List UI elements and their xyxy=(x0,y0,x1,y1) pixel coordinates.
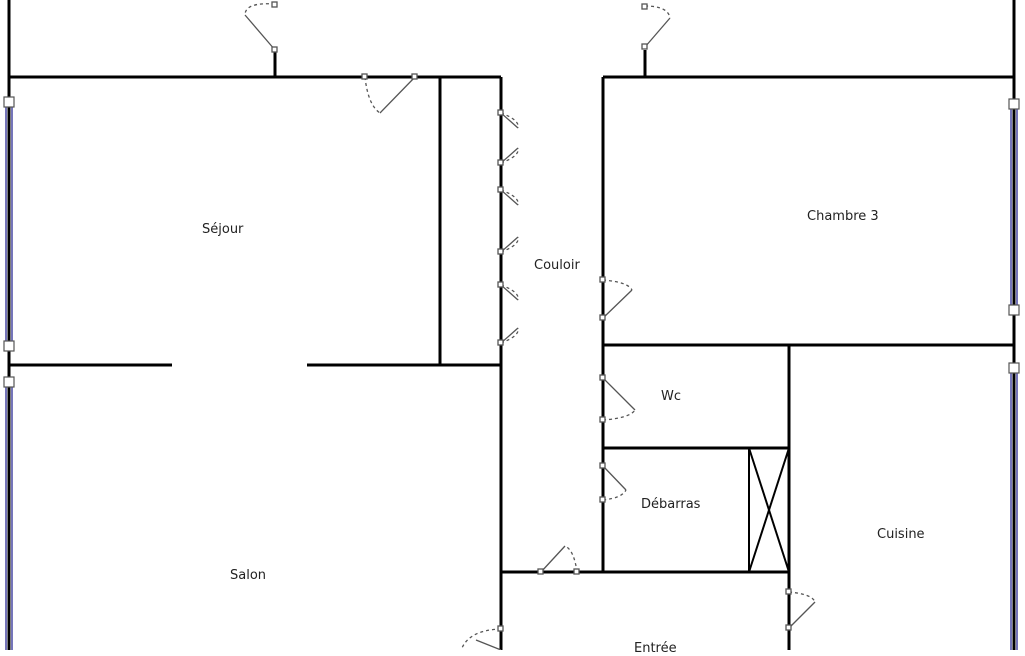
door-salon xyxy=(461,625,504,650)
walls xyxy=(7,0,1016,650)
room-label-chambre3: Chambre 3 xyxy=(807,209,879,224)
door-entree-couloir xyxy=(537,545,580,575)
cupboard xyxy=(748,447,790,573)
doors xyxy=(244,1,816,650)
room-label-salon: Salon xyxy=(230,568,267,583)
door-top-left xyxy=(244,1,278,53)
door-debarras xyxy=(599,462,627,503)
room-label-wc: Wc xyxy=(661,389,682,404)
room-label-couloir: Couloir xyxy=(534,258,580,273)
room-label-entree: Entrée xyxy=(634,641,677,656)
closet-doors xyxy=(497,109,519,346)
room-label-debarras: Débarras xyxy=(641,497,701,512)
door-top-right xyxy=(641,3,671,50)
door-cuisine xyxy=(785,588,816,631)
door-wc xyxy=(599,374,636,423)
windows xyxy=(3,96,1020,650)
door-sejour xyxy=(361,73,418,114)
room-label-sejour: Séjour xyxy=(202,222,244,237)
room-label-cuisine: Cuisine xyxy=(877,527,925,542)
door-chambre3 xyxy=(599,276,633,321)
